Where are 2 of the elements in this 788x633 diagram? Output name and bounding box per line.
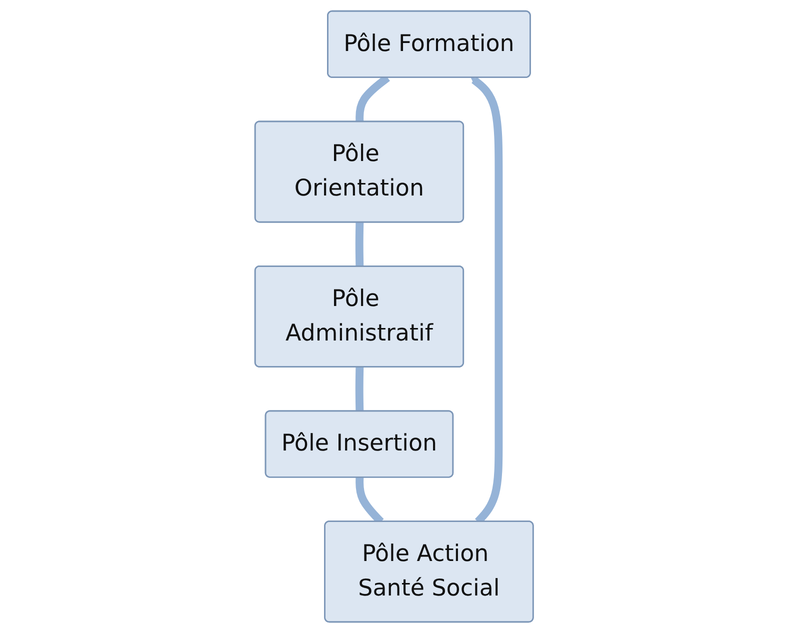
connector xyxy=(355,222,364,267)
connector xyxy=(355,366,364,412)
